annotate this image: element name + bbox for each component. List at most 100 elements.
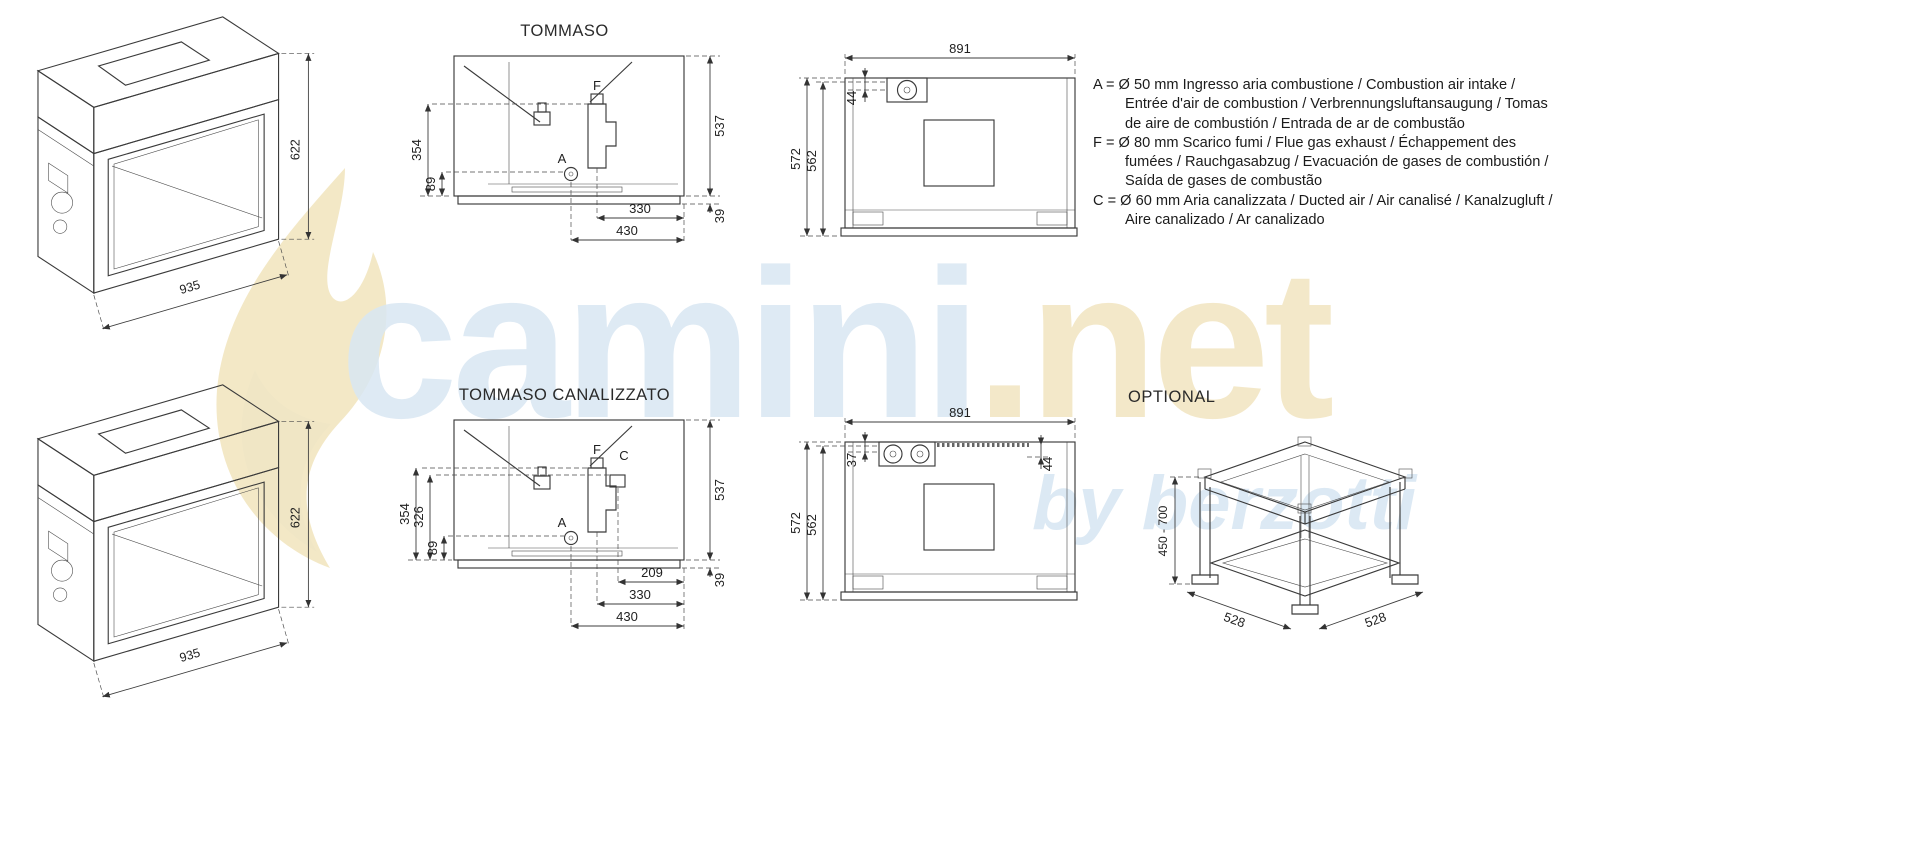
port-label-a: A <box>558 515 567 530</box>
port-label-c: C <box>619 448 628 463</box>
dim-label-354: 354 <box>409 139 424 161</box>
firebox-window <box>923 119 995 187</box>
dim-326: 326 <box>411 474 610 560</box>
watermark-tld: net <box>1028 225 1335 462</box>
air-intake-port <box>563 530 579 546</box>
glass-panel <box>113 119 259 270</box>
port-label-f: F <box>593 442 601 457</box>
canalizzato-front-view: 891 572 562 37 44 <box>788 405 1078 601</box>
side-body <box>453 419 685 569</box>
watermark-brand: camini <box>340 225 982 462</box>
base-strip <box>457 195 681 205</box>
dim-label-622: 622 <box>289 139 303 160</box>
tommaso-iso-view: 622 935 <box>36 16 315 332</box>
dim-430: 430 <box>570 546 684 630</box>
dim-label-height-range: 450 - 700 <box>1156 505 1170 556</box>
front-body <box>840 441 1078 601</box>
dim-width-935: 935 <box>93 609 290 700</box>
dim-354: 354 <box>409 103 588 197</box>
dim-label-537: 537 <box>712 115 727 137</box>
dim-label-430: 430 <box>616 609 638 624</box>
side-body <box>453 55 685 205</box>
iso-body <box>36 16 280 295</box>
dim-width-528: 528 <box>1318 591 1424 630</box>
dim-label-326: 326 <box>411 506 426 528</box>
dim-label-537: 537 <box>712 479 727 501</box>
dim-label-89: 89 <box>423 177 438 191</box>
dim-572: 572 <box>788 441 841 601</box>
canalizzato-side-view: F C A 354 326 89 537 39 209 330 <box>397 419 727 630</box>
stand-shelf <box>1209 529 1401 597</box>
dim-label-39: 39 <box>712 209 727 223</box>
legend: A = Ø 50 mm Ingresso aria combustione / … <box>1093 76 1555 230</box>
title-tommaso: TOMMASO <box>520 22 609 40</box>
dim-430: 430 <box>570 182 684 244</box>
port-label-a: A <box>558 151 567 166</box>
title-optional: OPTIONAL <box>1128 388 1216 406</box>
stand-foot <box>1191 574 1219 585</box>
flame-logo-icon <box>216 168 387 568</box>
top-opening <box>97 41 211 86</box>
dim-height-450-700: 450 - 700 <box>1156 476 1199 585</box>
flue-column <box>587 467 617 533</box>
dim-label-562: 562 <box>804 514 819 536</box>
flue-collar-circle <box>896 79 918 101</box>
base-plate <box>840 227 1078 237</box>
title-tommaso-canalizzato: TOMMASO CANALIZZATO <box>458 386 671 404</box>
dim-39: 39 <box>682 551 727 587</box>
collar-box <box>878 441 936 467</box>
ducted-air-outlet <box>609 474 626 488</box>
dim-label-891: 891 <box>949 41 971 56</box>
dim-label-330: 330 <box>629 587 651 602</box>
dim-89: 89 <box>425 535 564 560</box>
dim-label-622: 622 <box>289 507 303 528</box>
dim-44: 44 <box>844 68 885 105</box>
watermark-site-text: camini.net <box>340 238 1335 450</box>
dim-330: 330 <box>596 168 685 244</box>
flue-collar-box <box>886 77 928 103</box>
glass-panel <box>113 487 259 638</box>
dim-891: 891 <box>844 41 1076 74</box>
air-intake-port <box>563 166 579 182</box>
dim-height-622: 622 <box>281 53 315 240</box>
side-fan-motor <box>51 559 73 582</box>
dim-label-209: 209 <box>641 565 663 580</box>
dim-label-width-528: 528 <box>1363 609 1388 630</box>
dim-562: 562 <box>804 81 885 236</box>
dim-label-572: 572 <box>788 512 803 534</box>
dim-39: 39 <box>682 187 727 223</box>
dim-label-44: 44 <box>844 91 859 105</box>
dim-354: 354 <box>397 467 588 561</box>
valve-box <box>533 111 551 126</box>
base-plate <box>840 591 1078 601</box>
dim-209: 209 <box>617 488 685 630</box>
iso-details <box>37 487 263 638</box>
dim-label-354: 354 <box>397 503 412 525</box>
legend-line-a: A = Ø 50 mm Ingresso aria combustione / … <box>1093 77 1548 132</box>
canalizzato-iso-view: 622 935 <box>36 384 315 700</box>
dim-562: 562 <box>804 445 877 600</box>
dim-89: 89 <box>423 171 564 196</box>
dim-label-562: 562 <box>804 150 819 172</box>
dim-depth-528: 528 <box>1186 591 1292 630</box>
dim-label-572: 572 <box>788 148 803 170</box>
flue-collar <box>590 93 604 105</box>
stand-foot <box>1391 574 1419 585</box>
dim-height-622: 622 <box>281 421 315 608</box>
side-fan-box <box>48 162 69 194</box>
dim-44: 44 <box>1027 435 1055 471</box>
dim-891: 891 <box>844 405 1076 438</box>
legend-line-f: F = Ø 80 mm Scarico fumi / Flue gas exha… <box>1093 134 1549 190</box>
dim-537: 537 <box>686 55 727 197</box>
port-label-f: F <box>593 78 601 93</box>
ducted-air-circle <box>910 444 930 464</box>
flue-collar-circle <box>883 444 903 464</box>
dim-label-39: 39 <box>712 573 727 587</box>
legend-line-c: C = Ø 60 mm Aria canalizzata / Ducted ai… <box>1093 192 1553 228</box>
dim-label-37: 37 <box>844 453 859 467</box>
stand-frame <box>1191 436 1419 615</box>
base-strip <box>457 559 681 569</box>
dim-572: 572 <box>788 77 841 237</box>
dim-330: 330 <box>596 532 684 608</box>
